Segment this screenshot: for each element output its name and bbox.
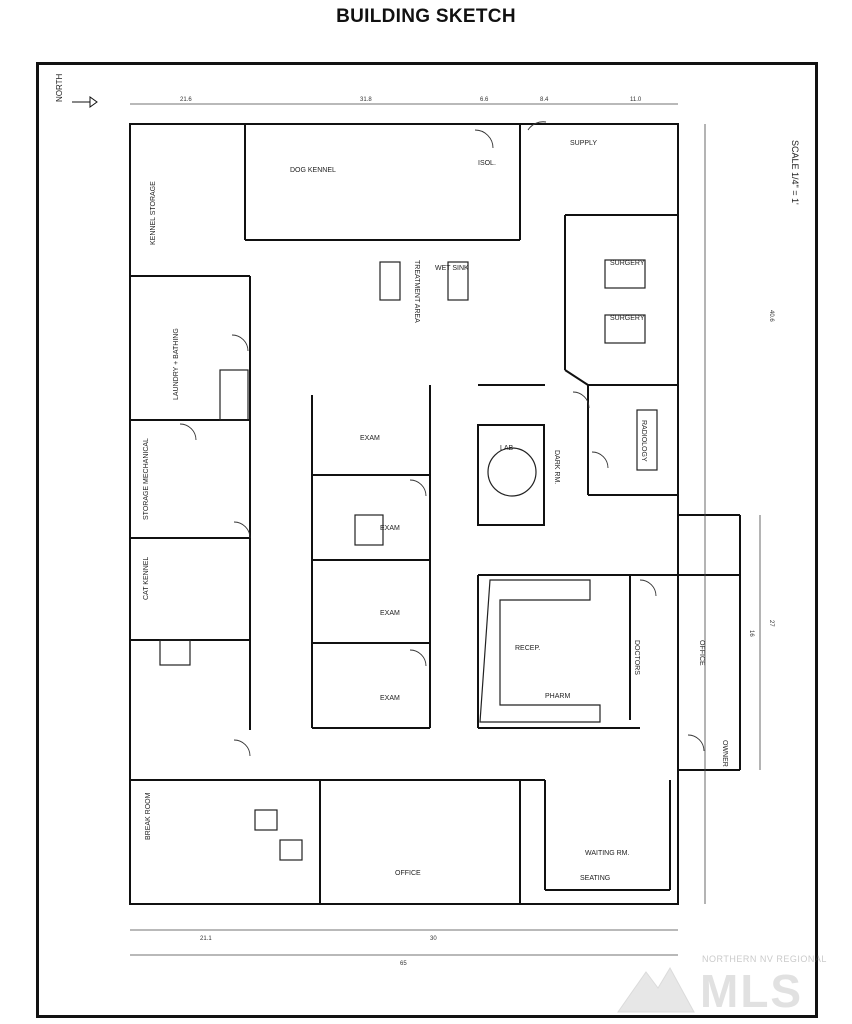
room-exam-3: EXAM <box>380 610 400 617</box>
dim-top-a: 6.6 <box>480 97 489 103</box>
room-kennel-storage: KENNEL STORAGE <box>150 181 157 245</box>
room-office-2: OFFICE <box>395 870 421 877</box>
dim-bottom-left: 21.1 <box>200 936 212 942</box>
room-dog-kennel: DOG KENNEL <box>290 167 336 174</box>
room-reception: RECEP. <box>515 645 540 652</box>
room-cat-kennel: CAT KENNEL <box>143 557 150 600</box>
drawing-frame <box>36 62 818 1018</box>
room-treatment: TREATMENT AREA <box>413 260 420 323</box>
room-radiology: RADIOLOGY <box>640 420 647 462</box>
dim-top-mid: 31.8 <box>360 97 372 103</box>
room-supply: SUPPLY <box>570 140 597 147</box>
room-laundry-bathing: LAUNDRY + BATHING <box>173 328 180 400</box>
dim-top-left: 21.6 <box>180 97 192 103</box>
dim-top-right: 11.0 <box>630 97 642 103</box>
north-label: NORTH <box>55 73 64 102</box>
mountain-logo-icon <box>617 966 695 1013</box>
dim-bottom-total: 65 <box>400 961 407 967</box>
room-darkroom: DARK RM. <box>553 450 560 484</box>
room-surgery-1: SURGERY <box>610 260 645 267</box>
room-isolation: ISOL. <box>478 160 496 167</box>
room-seating: SEATING <box>580 875 610 882</box>
room-pharmacy: PHARM <box>545 693 570 700</box>
room-surgery-2: SURGERY <box>610 315 645 322</box>
room-exam-2: EXAM <box>380 525 400 532</box>
dim-right-b: 16 <box>748 630 754 637</box>
room-storage-mechanical: STORAGE MECHANICAL <box>143 438 150 520</box>
room-owner: OWNER <box>721 740 728 767</box>
room-office-1: OFFICE <box>698 640 705 666</box>
room-waiting: WAITING RM. <box>585 850 630 857</box>
watermark-line1: NORTHERN NV REGIONAL <box>702 954 827 964</box>
room-exam-1: EXAM <box>360 435 380 442</box>
room-break-room: BREAK ROOM <box>145 792 152 840</box>
room-doctors: DOCTORS <box>633 640 640 675</box>
room-lab: LAB <box>500 445 514 452</box>
dim-right-side: 40.6 <box>768 310 774 322</box>
page-title: BUILDING SKETCH <box>336 6 516 27</box>
north-arrow-icon <box>72 96 98 108</box>
dim-right-a: 27 <box>768 620 774 627</box>
dim-bottom-mid: 30 <box>430 936 437 942</box>
room-exam-4: EXAM <box>380 695 400 702</box>
mls-watermark: NORTHERN NV REGIONAL MLS <box>614 946 846 1020</box>
watermark-line2: MLS <box>700 965 804 1017</box>
room-wet-sink: WET SINK <box>435 265 469 272</box>
dim-top-b: 8.4 <box>540 97 549 103</box>
scale-label: SCALE 1/4" = 1' <box>790 140 800 205</box>
